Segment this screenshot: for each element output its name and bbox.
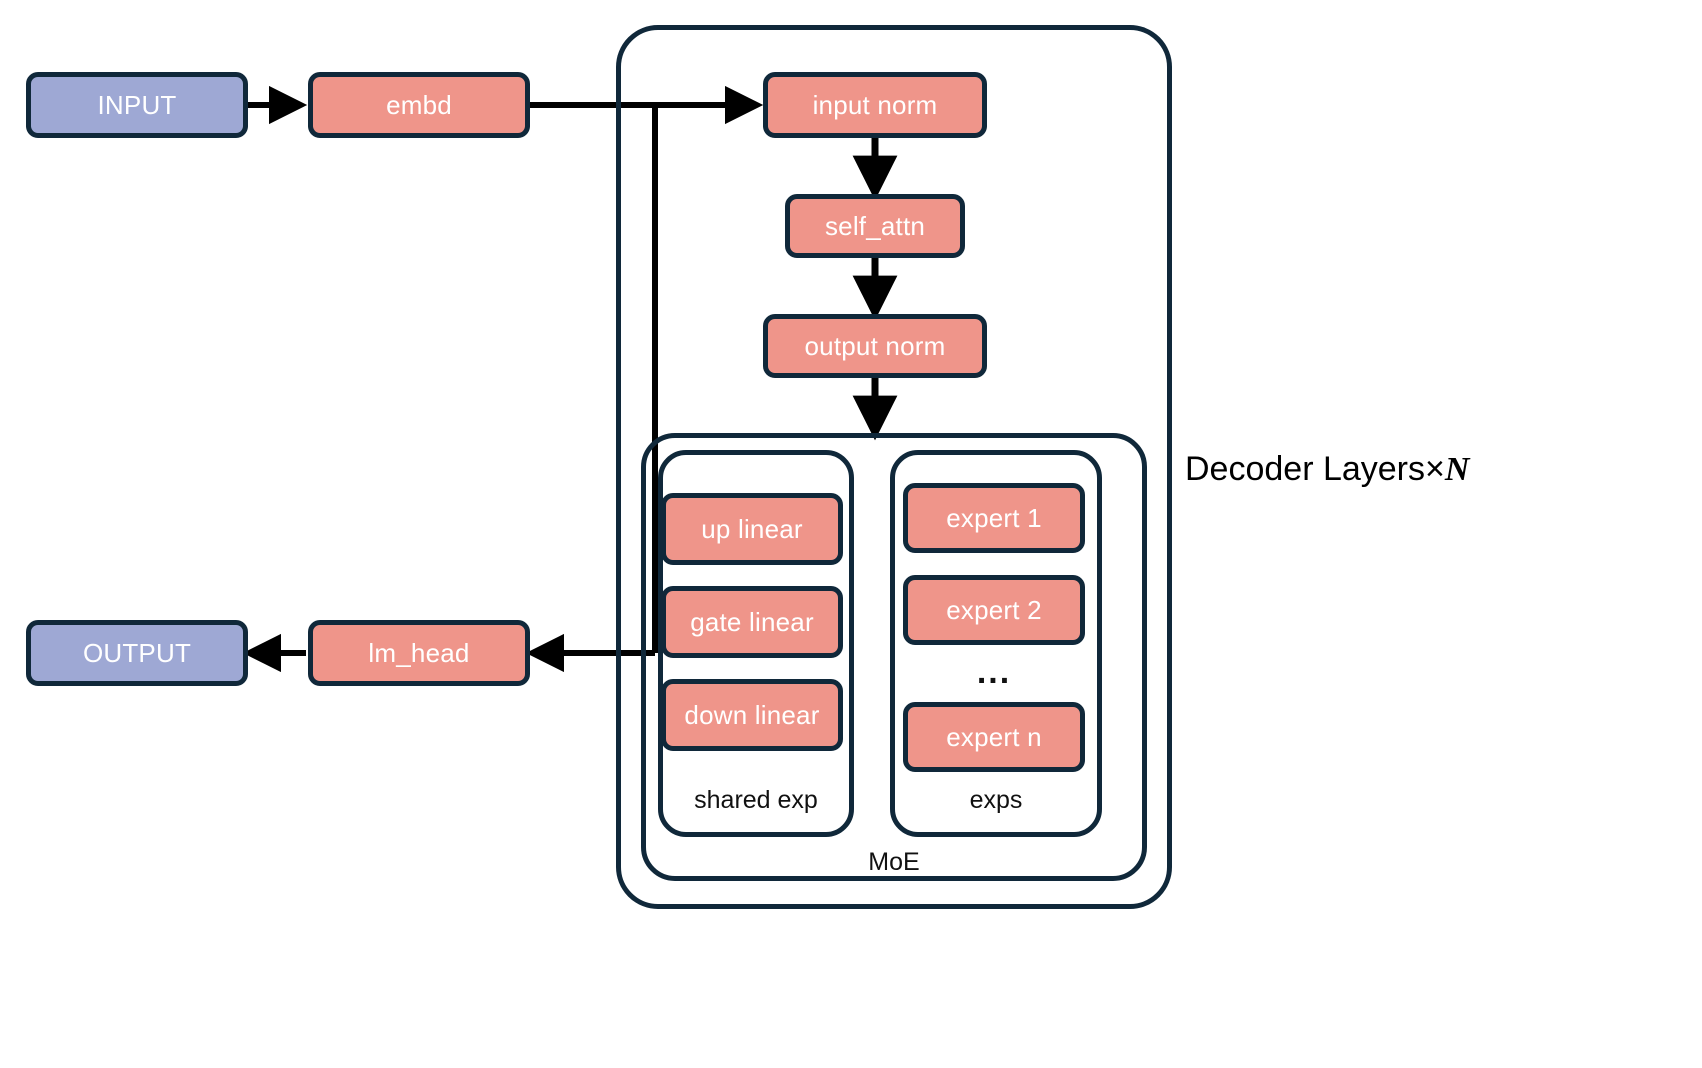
node-input-norm[interactable]: input norm <box>763 72 987 138</box>
moe-group-label: MoE <box>868 848 920 876</box>
node-up-linear[interactable]: up linear <box>661 493 843 565</box>
decoder-layers-label: Decoder Layers×N <box>1185 452 1469 487</box>
node-output-norm[interactable]: output norm <box>763 314 987 378</box>
node-embd[interactable]: embd <box>308 72 530 138</box>
exps-label: exps <box>969 786 1023 814</box>
node-input[interactable]: INPUT <box>26 72 248 138</box>
node-gate-linear[interactable]: gate linear <box>661 586 843 658</box>
node-self-attn[interactable]: self_attn <box>785 194 965 258</box>
decoder-layers-group <box>616 25 1172 909</box>
shared-exp-column <box>658 450 854 837</box>
node-output[interactable]: OUTPUT <box>26 620 248 686</box>
shared-exp-label: shared exp <box>694 786 818 814</box>
node-lm-head[interactable]: lm_head <box>308 620 530 686</box>
node-expert-n[interactable]: expert n <box>903 702 1085 772</box>
decoder-layers-label-text: Decoder Layers× <box>1185 450 1445 488</box>
node-expert-1[interactable]: expert 1 <box>903 483 1085 553</box>
moe-group <box>641 433 1147 881</box>
node-expert-2[interactable]: expert 2 <box>903 575 1085 645</box>
decoder-layers-count-var: N <box>1444 451 1470 488</box>
expert-ellipsis: ... <box>976 653 1012 691</box>
exps-column <box>890 450 1102 837</box>
node-down-linear[interactable]: down linear <box>661 679 843 751</box>
